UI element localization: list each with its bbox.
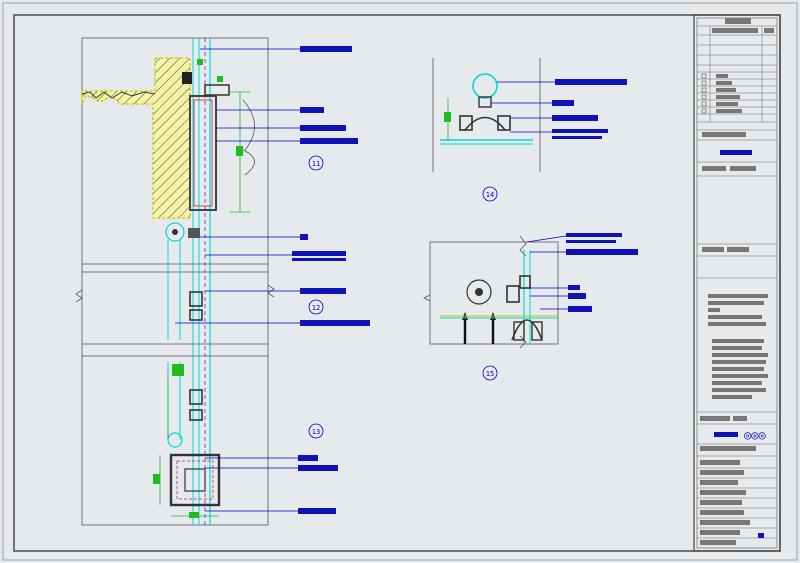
svg-text:11: 11	[312, 160, 320, 168]
svg-text:12: 12	[312, 304, 320, 312]
revision-table	[697, 25, 777, 123]
spider-hub	[472, 73, 498, 99]
svg-text:14: 14	[486, 191, 494, 199]
wall-break-line	[81, 91, 156, 99]
callout-11: 11	[308, 155, 324, 171]
detail-15-view: 15	[423, 233, 638, 381]
concrete-wall-hatch	[81, 57, 191, 219]
svg-text:15: 15	[486, 370, 494, 378]
steel-bracket	[189, 95, 217, 211]
notes-text-blocks	[708, 294, 768, 399]
section-outline	[81, 37, 269, 526]
company-logo-glyphs: ◎◎◎	[744, 428, 766, 442]
callout-12: 12	[308, 299, 324, 315]
svg-text:13: 13	[312, 428, 320, 436]
left-view-labels	[175, 48, 300, 512]
detail-14-view: 14	[432, 58, 627, 202]
callout-13: 13	[308, 423, 324, 439]
square-tube	[169, 453, 221, 507]
info-grid	[697, 467, 777, 539]
left-view-label-blocks	[292, 46, 370, 514]
title-block: ◎◎◎	[693, 14, 781, 552]
